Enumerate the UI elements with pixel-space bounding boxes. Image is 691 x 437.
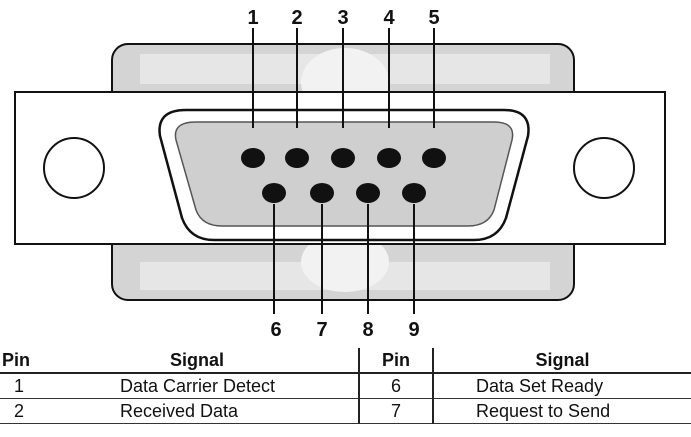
pin-label-1: 1 xyxy=(247,7,258,29)
pin-2 xyxy=(285,148,309,168)
pin-label-6: 6 xyxy=(270,319,281,341)
cell-signal-2: Request to Send xyxy=(432,398,691,424)
header-signal-2: Signal xyxy=(432,348,691,374)
cell-pin: 1 xyxy=(0,373,36,399)
pin-label-2: 2 xyxy=(291,7,302,29)
cell-signal: Received Data xyxy=(36,398,359,424)
cell-signal-2: Data Set Ready xyxy=(432,373,691,399)
pin-label-9: 9 xyxy=(408,319,419,341)
pin-1 xyxy=(241,148,265,168)
pin-6 xyxy=(262,183,286,203)
cell-pin-2: 6 xyxy=(358,373,433,399)
cell-pin-2: 7 xyxy=(358,398,433,424)
header-pin-2: Pin xyxy=(358,348,433,374)
pin-label-4: 4 xyxy=(383,7,395,29)
pin-3 xyxy=(331,148,355,168)
pin-9 xyxy=(402,183,426,203)
pin-label-3: 3 xyxy=(337,7,348,29)
pin-5 xyxy=(422,148,446,168)
pin-label-8: 8 xyxy=(362,319,373,341)
cell-pin: 2 xyxy=(0,398,36,424)
table-row: 1 Data Carrier Detect 6 Data Set Ready xyxy=(0,373,691,399)
pin-label-7: 7 xyxy=(316,319,327,341)
table-header-row: Pin Signal Pin Signal xyxy=(0,348,691,374)
header-signal: Signal xyxy=(36,348,359,374)
cell-signal: Data Carrier Detect xyxy=(36,373,359,399)
pin-7 xyxy=(310,183,334,203)
db9-connector-diagram: 1 2 3 4 5 6 7 8 9 xyxy=(14,7,666,341)
mounting-hole-left xyxy=(43,137,105,199)
pinout-table: Pin Signal Pin Signal 1 Data Carrier Det… xyxy=(0,348,691,424)
table-row: 2 Received Data 7 Request to Send xyxy=(0,398,691,424)
pin-8 xyxy=(356,183,380,203)
header-pin: Pin xyxy=(0,348,36,374)
pin-4 xyxy=(377,148,401,168)
mounting-hole-right xyxy=(573,137,635,199)
pin-label-5: 5 xyxy=(428,7,439,29)
connector-inner-face xyxy=(174,121,514,227)
